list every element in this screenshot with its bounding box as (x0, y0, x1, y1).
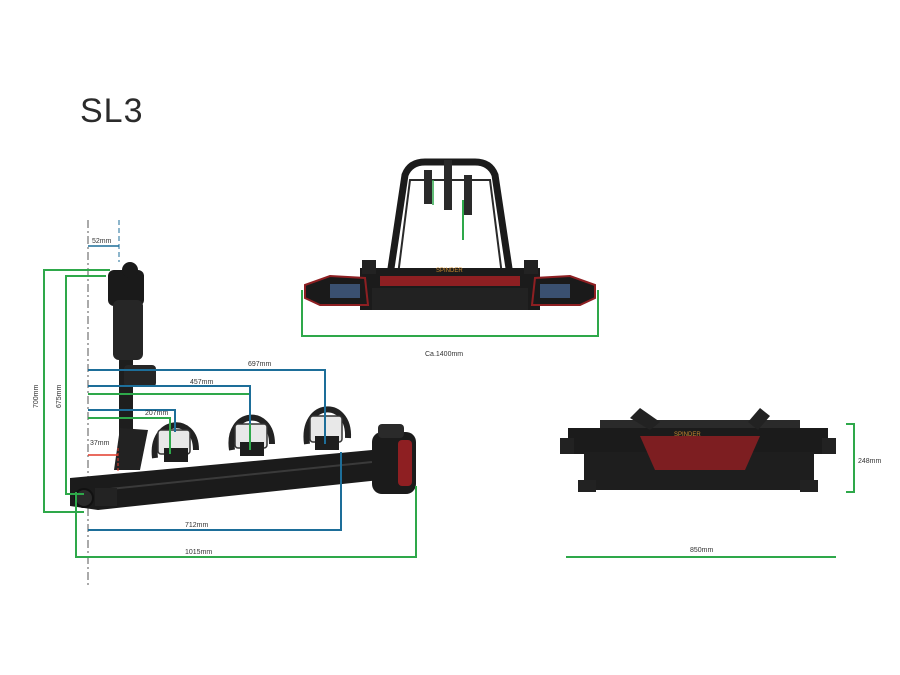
arch-clamp (464, 175, 472, 215)
arm-clamp-lower (124, 365, 156, 387)
folded-handle-left (630, 408, 660, 430)
label-rear-width: Ca.1400mm (425, 351, 463, 358)
rear-body-accent (380, 276, 520, 286)
arch-clamp (444, 160, 452, 210)
folded-brand: SPINDER (674, 432, 701, 438)
rear-body-lower (372, 288, 528, 310)
label-folded-length: 850mm (690, 547, 714, 554)
dim-line-wheel1 (88, 417, 171, 454)
label-front-offset: 37mm (90, 440, 110, 447)
label-overall-height: 700mm (33, 384, 40, 408)
rear-knob (362, 260, 376, 274)
dim-line-wheel2-blue (88, 385, 251, 424)
dim-line-wheel1-blue (88, 409, 176, 432)
label-arm-height: 675mm (56, 384, 63, 408)
dim-line-overall-height (43, 269, 110, 513)
folded-rail (600, 420, 800, 428)
tow-coupling (74, 488, 94, 508)
carrier-tray (70, 450, 380, 510)
wheel-holder-2 (228, 414, 275, 456)
dim-line-overall-length (75, 486, 417, 558)
folded-foot (800, 480, 818, 492)
rear-knob (524, 260, 538, 274)
carrier-tray-edge (99, 461, 373, 491)
folded-body-accent (640, 436, 760, 470)
dim-line-wheel3 (88, 369, 326, 444)
label-wheel3: 697mm (248, 361, 272, 368)
folded-view: SPINDER 248mm 850mm (560, 408, 882, 558)
folded-handle-right (748, 408, 770, 430)
arm-head (108, 270, 144, 306)
coupling-clamp (95, 488, 117, 506)
label-top-offset: 52mm (92, 238, 112, 245)
label-wheel2: 457mm (190, 379, 214, 386)
dim-line-folded-height (846, 423, 855, 493)
label-overall-length: 1015mm (185, 549, 212, 556)
rear-view: SPINDER Ca.1400mm (301, 158, 599, 358)
label-folded-height: 248mm (858, 458, 882, 465)
dim-line-rear-width (301, 290, 599, 337)
rear-light-left-lens (330, 284, 360, 298)
side-view: 52mm 700mm 675mm 697mm 457mm 207mm 37mm … (33, 220, 417, 585)
arm-base (114, 428, 148, 470)
folded-side-bracket (822, 438, 836, 454)
rear-light-right-lens (540, 284, 570, 298)
label-tray-length: 712mm (185, 522, 209, 529)
tail-light (372, 424, 416, 494)
arm-clamp (113, 300, 143, 360)
wheel-holder-3 (303, 406, 352, 450)
model-title: SL3 (80, 92, 144, 130)
rear-brand: SPINDER (436, 268, 463, 274)
arch-clamp (424, 170, 432, 204)
dim-line-tray-length (88, 452, 342, 531)
folded-side-bracket (560, 438, 574, 454)
label-wheel1: 207mm (145, 410, 169, 417)
folded-foot (578, 480, 596, 492)
arm-knob (122, 262, 138, 278)
